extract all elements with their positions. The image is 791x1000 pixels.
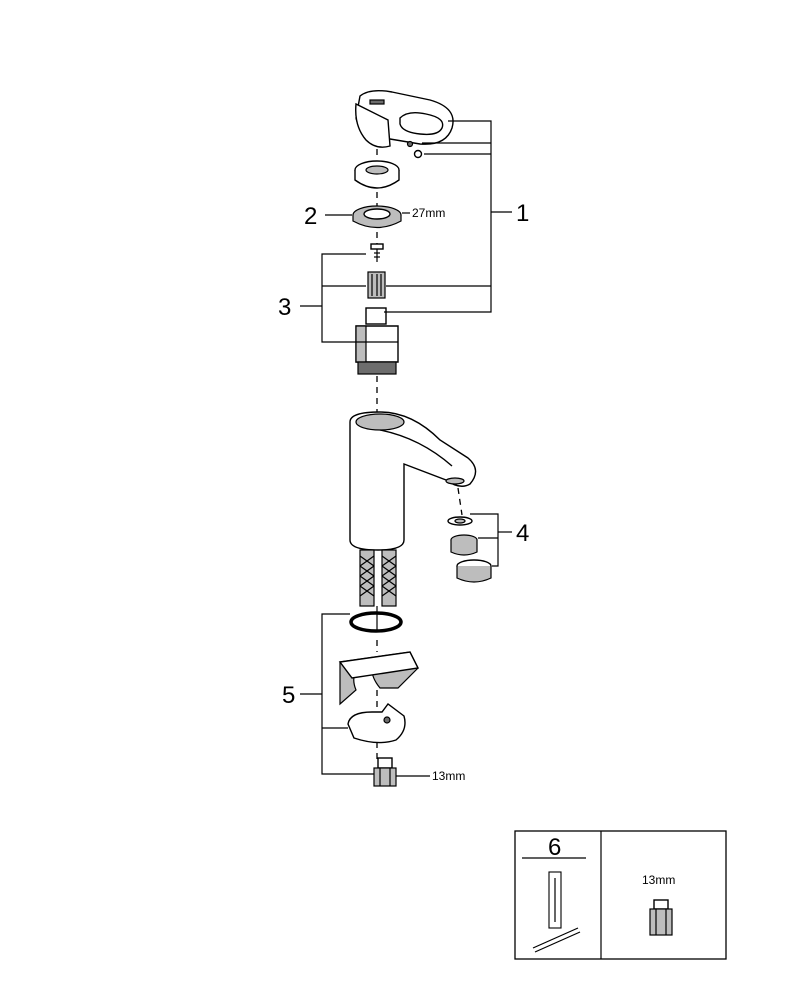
flexible-hoses — [359, 549, 397, 632]
hex-key-tool — [532, 871, 581, 953]
threaded-nut — [352, 205, 402, 229]
tap-body — [349, 411, 477, 551]
tools-box: 6 13mm — [514, 830, 727, 960]
callout-1: 1 — [516, 200, 529, 227]
dimension-13mm: 13mm — [432, 769, 465, 783]
o-ring — [349, 611, 403, 633]
tool-size-label: 13mm — [642, 873, 675, 887]
callout-2: 2 — [304, 203, 317, 230]
lever-handle — [355, 89, 454, 159]
lever-adapter — [367, 271, 386, 299]
mounting-plate — [338, 651, 420, 706]
tool-fitting — [649, 899, 673, 936]
assembly-axis — [376, 138, 463, 760]
cartridge-screw — [370, 243, 384, 262]
callout-4: 4 — [516, 520, 529, 547]
tool-number: 6 — [548, 834, 561, 861]
threaded-fitting — [373, 757, 397, 787]
aerator-set — [447, 516, 492, 583]
cartridge — [355, 307, 399, 375]
callout-lines — [300, 120, 512, 777]
callout-3: 3 — [278, 294, 291, 321]
dimension-27mm: 27mm — [412, 206, 445, 220]
cover-cap — [354, 160, 400, 189]
horseshoe-washer — [347, 703, 406, 744]
callout-5: 5 — [282, 682, 295, 709]
